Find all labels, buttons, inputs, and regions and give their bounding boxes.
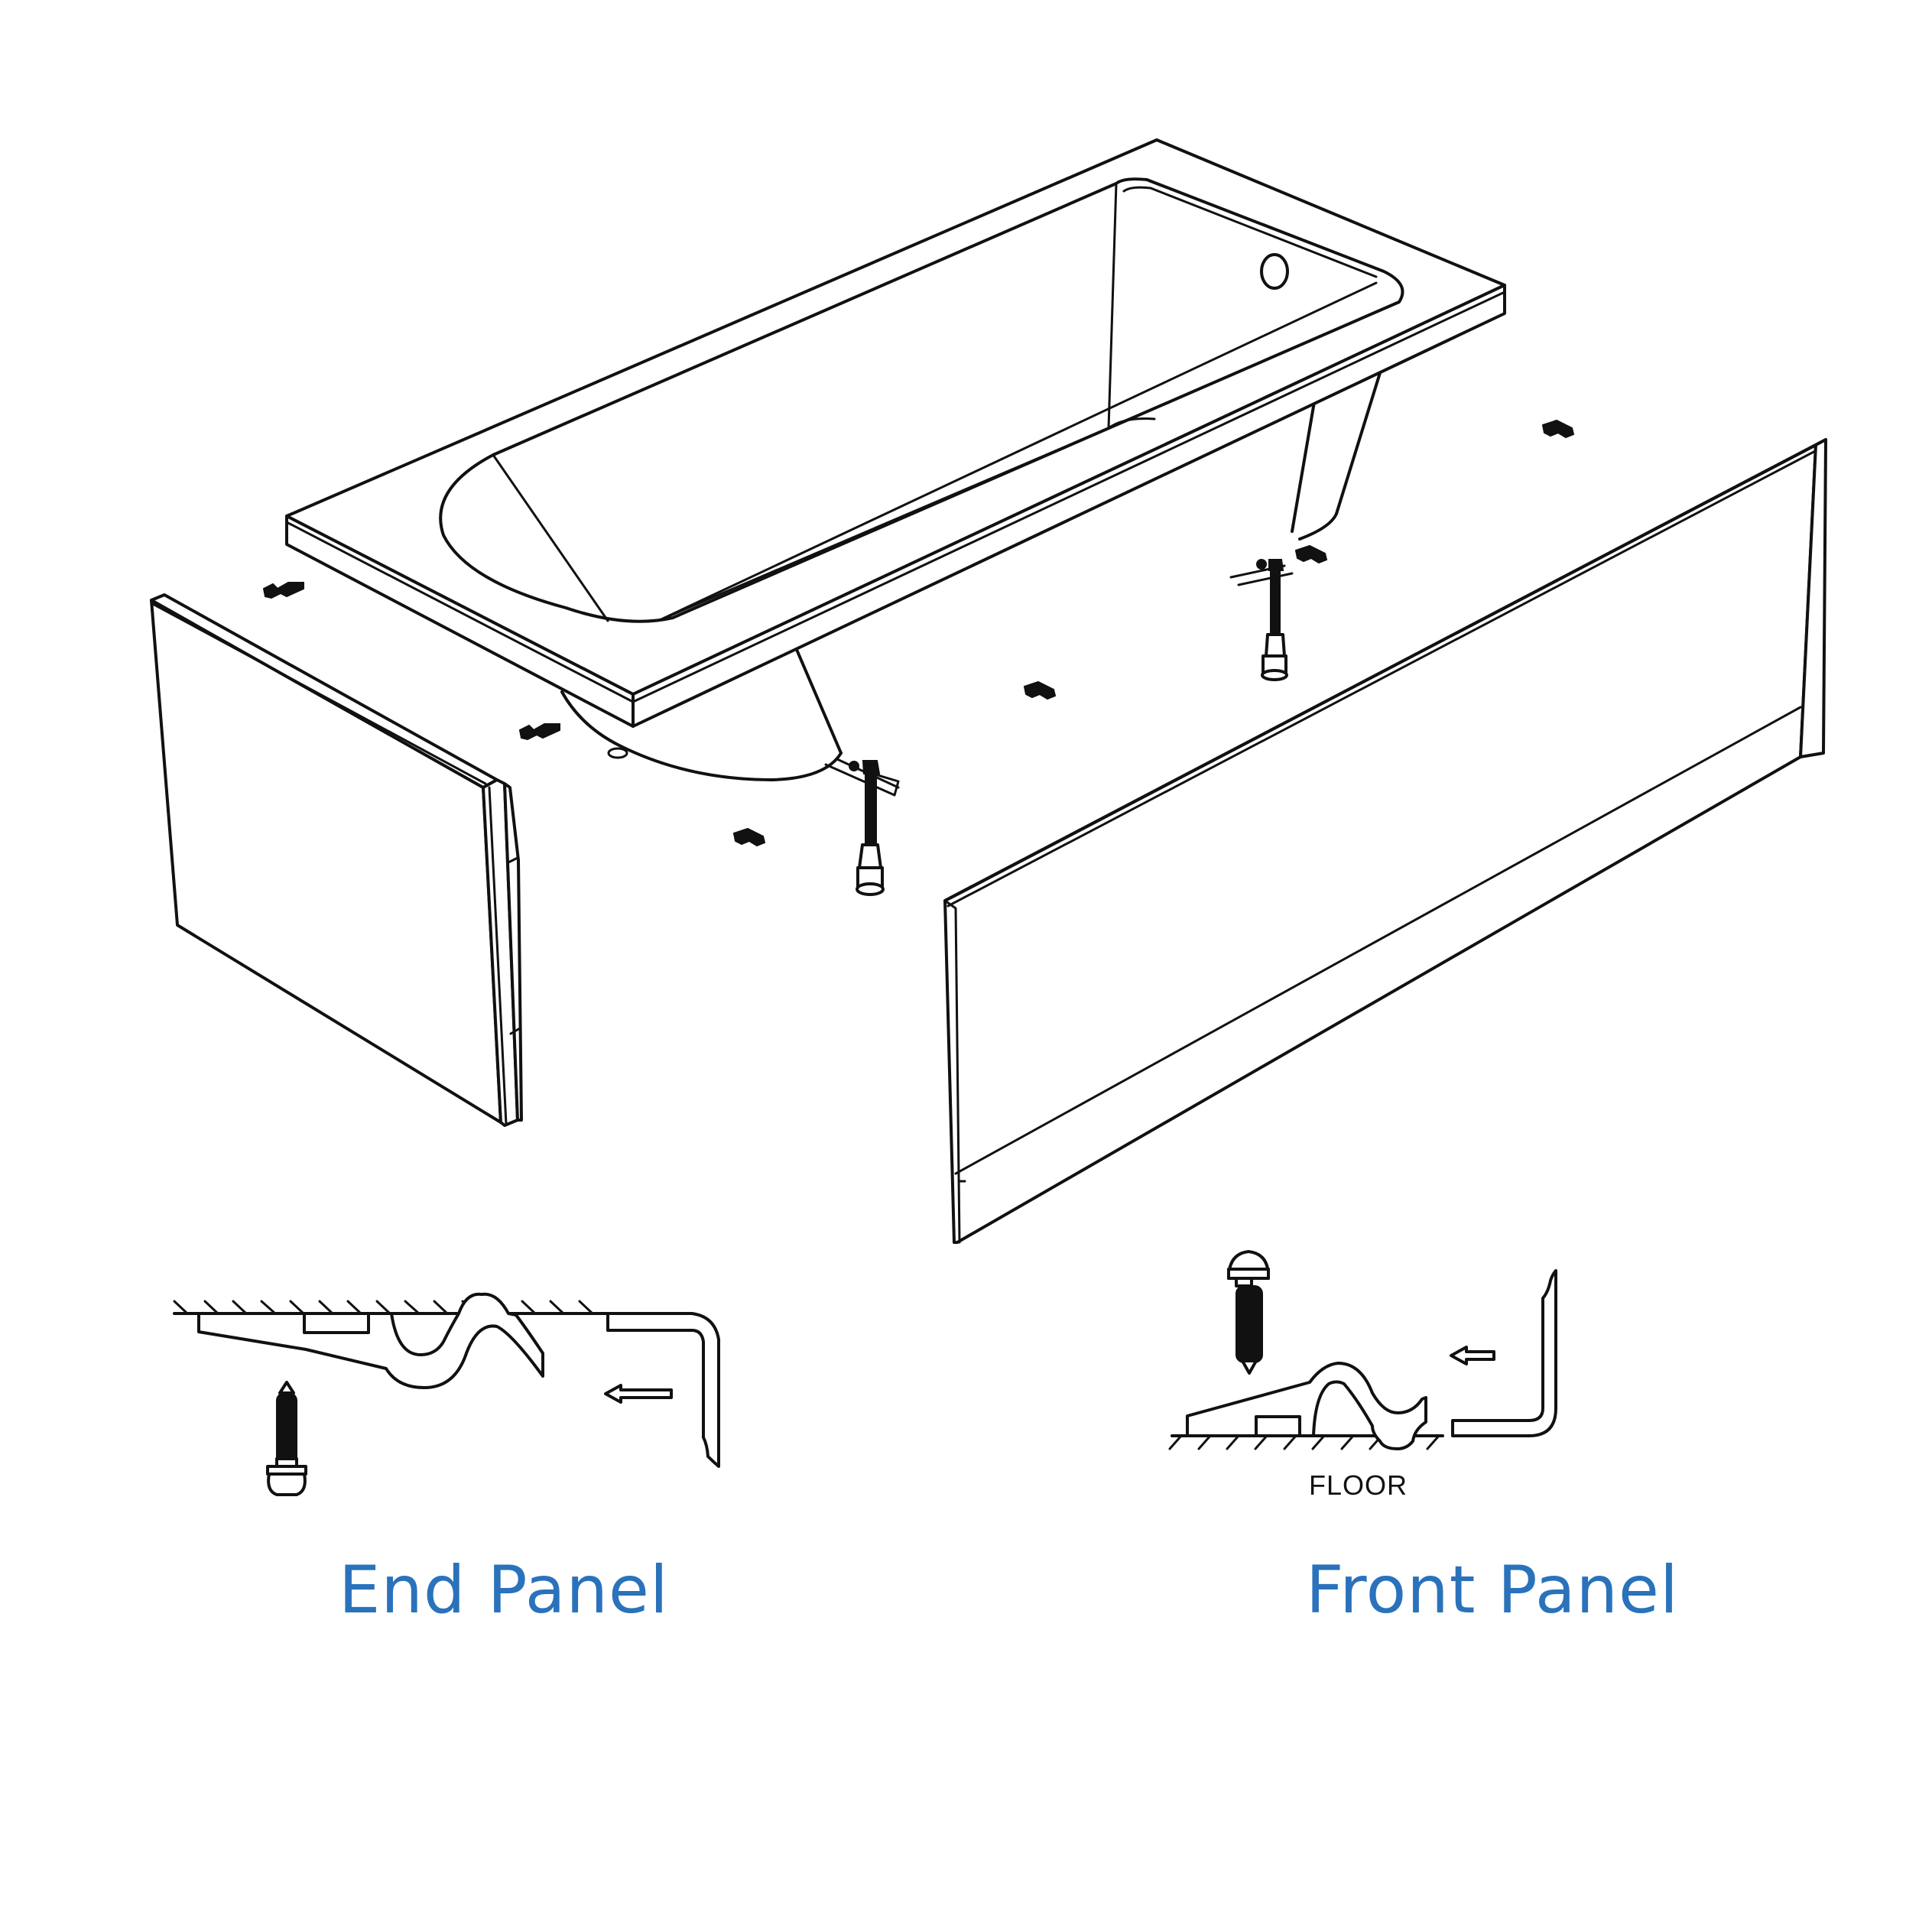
bathtub bbox=[285, 138, 1506, 797]
panel-clips bbox=[262, 419, 1575, 847]
adjustable-leg-rear bbox=[1256, 559, 1288, 681]
insert-arrow-icon bbox=[1450, 1346, 1495, 1365]
front-panel-clip-detail bbox=[1168, 1250, 1557, 1450]
overflow-hole-icon bbox=[1260, 253, 1289, 290]
end-panel bbox=[150, 593, 523, 1127]
insert-arrow-icon bbox=[604, 1384, 673, 1404]
front-panel bbox=[943, 438, 1827, 1244]
end-panel-label: End Panel bbox=[339, 1552, 669, 1628]
floor-label: FLOOR bbox=[1309, 1469, 1408, 1501]
front-panel-label: Front Panel bbox=[1306, 1552, 1679, 1628]
end-panel-clip-detail bbox=[173, 1292, 720, 1496]
adjustable-leg-front bbox=[849, 760, 900, 896]
